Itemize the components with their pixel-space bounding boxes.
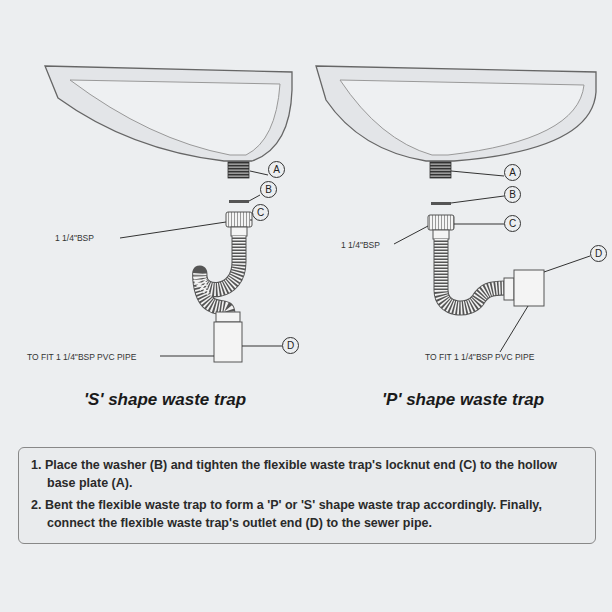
leader-lines: [120, 171, 590, 356]
callout-circle: C: [252, 204, 269, 221]
callout-circle: B: [260, 181, 277, 198]
part-label: TO FIT 1 1/4"BSP PVC PIPE: [26, 352, 137, 362]
nut-neck: [231, 227, 247, 236]
callout-circle: A: [268, 161, 285, 178]
leader-line: [544, 256, 590, 272]
leader-line: [451, 196, 504, 203]
nut-neck: [433, 230, 449, 239]
outlet-collar: [504, 278, 514, 300]
leader-line: [451, 171, 504, 176]
leader-line: [120, 222, 226, 238]
callout-letter: A: [273, 165, 280, 175]
trap-title: 'S' shape waste trap: [84, 390, 246, 410]
washer: [229, 200, 249, 203]
locknut: [226, 212, 252, 227]
pipe-corrugation: [200, 236, 239, 314]
outlet-end: [214, 322, 242, 362]
base-plate: [430, 162, 451, 178]
basin-bowl: [340, 80, 584, 155]
callout-letter: D: [287, 341, 294, 351]
leader-line: [242, 346, 282, 347]
instruction-box: 1. Place the washer (B) and tighten the …: [18, 447, 596, 544]
basin-outline: [45, 66, 292, 161]
sink-basin: [316, 66, 596, 161]
instruction-step: 2. Bent the flexible waste trap to form …: [31, 496, 583, 532]
leader-line: [500, 306, 528, 352]
callout-circle: C: [504, 215, 521, 232]
pipe-corrugation: [441, 239, 506, 308]
locknut: [428, 215, 454, 230]
part-label: 1 1/4"BSP: [340, 240, 381, 250]
callout-letter: C: [509, 219, 516, 229]
leader-line: [250, 171, 268, 175]
basin-bowl: [70, 80, 280, 155]
callout-circle: D: [590, 245, 607, 262]
callout-letter: D: [595, 249, 602, 259]
outlet-end: [514, 270, 544, 306]
callout-letter: B: [265, 185, 272, 195]
callout-letter: A: [509, 168, 516, 178]
part-label: 1 1/4"BSP: [54, 233, 95, 243]
part-label: TO FIT 1 1/4"BSP PVC PIPE: [424, 352, 535, 362]
callout-letter: C: [257, 208, 264, 218]
callout-circle: D: [282, 337, 299, 354]
instruction-step: 1. Place the washer (B) and tighten the …: [31, 456, 583, 492]
outlet-collar: [216, 312, 240, 322]
leader-line: [394, 226, 428, 244]
callout-circle: B: [504, 186, 521, 203]
leader-line: [454, 224, 504, 225]
flexible-pipe: [441, 239, 506, 308]
washer: [431, 202, 451, 205]
callout-circle: A: [504, 164, 521, 181]
leader-line: [250, 220, 252, 221]
basin-outline: [316, 66, 596, 161]
leader-line: [249, 195, 260, 201]
leader-line: [160, 356, 214, 357]
flexible-pipe: [200, 236, 239, 314]
callout-letter: B: [509, 190, 516, 200]
trap-title: 'P' shape waste trap: [382, 390, 544, 410]
sink-basin: [45, 66, 292, 161]
base-plate: [228, 162, 249, 178]
